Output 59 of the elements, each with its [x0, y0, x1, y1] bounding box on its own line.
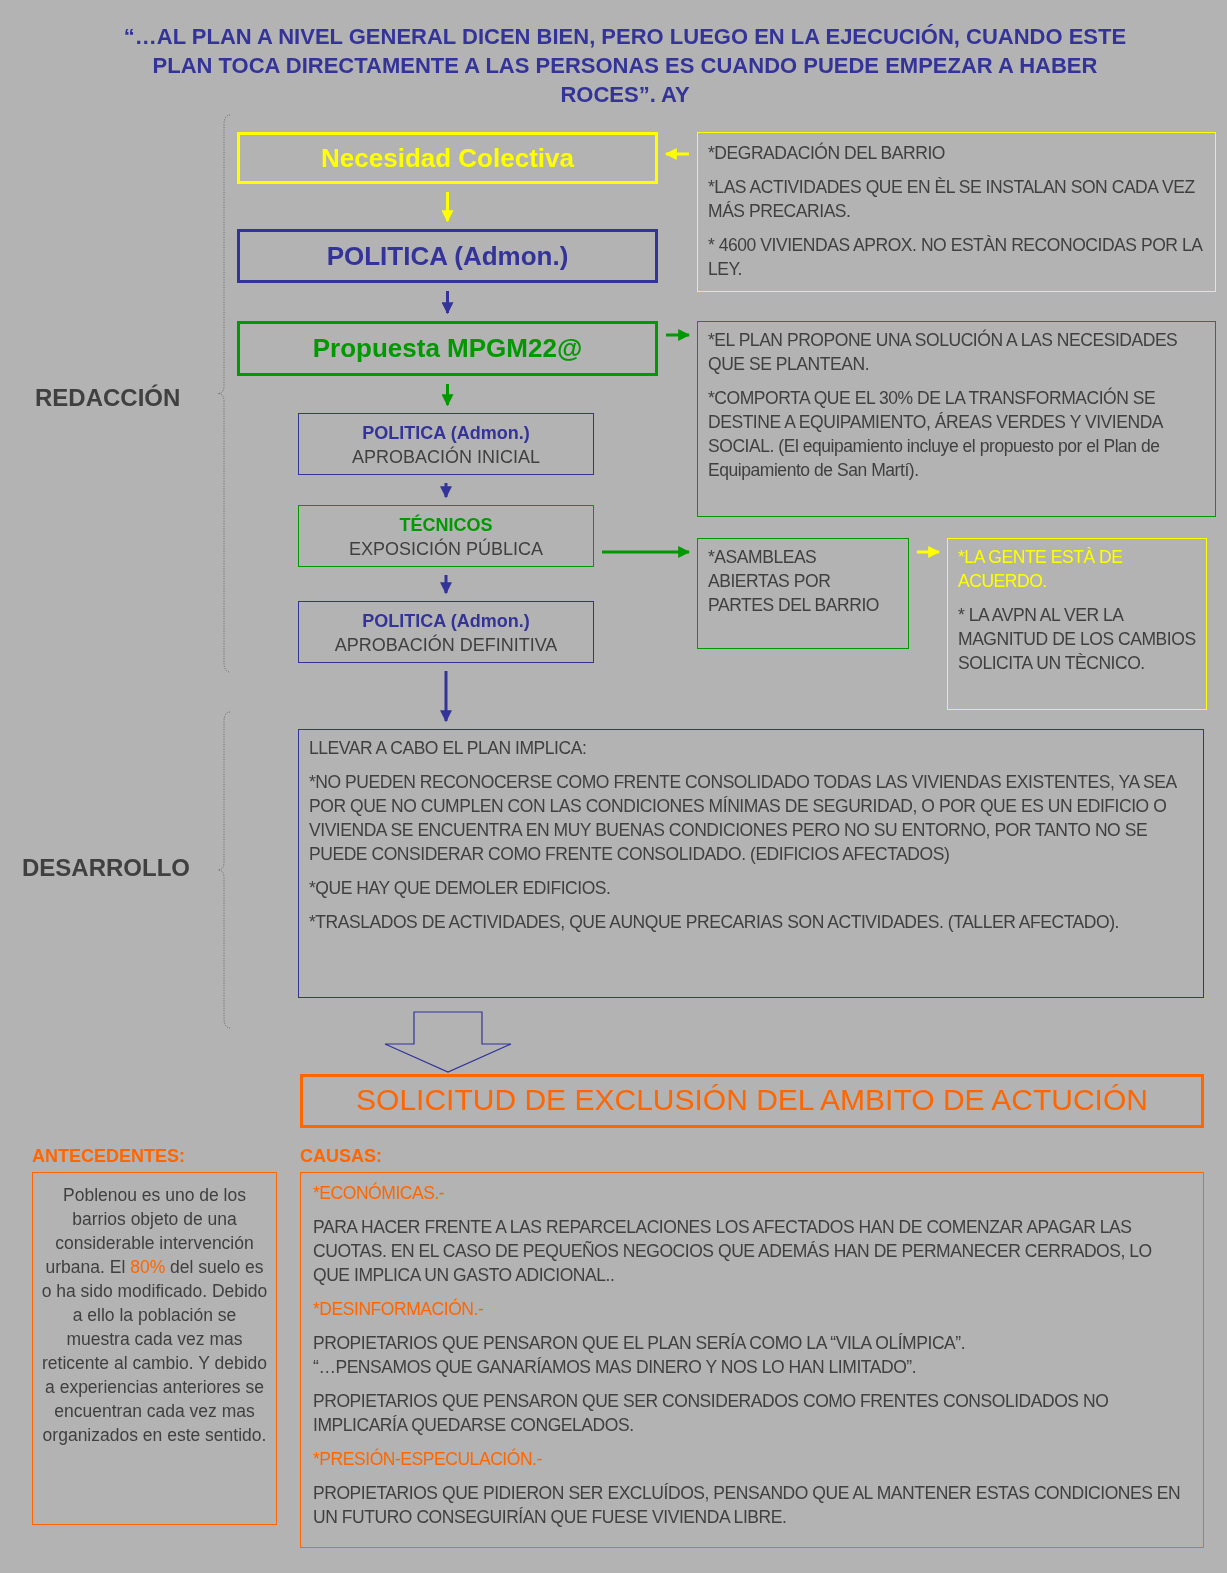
arrow	[602, 546, 691, 558]
note-box	[697, 538, 909, 649]
section-label: DESARROLLO	[22, 854, 190, 882]
text: POLITICA (Admon.)	[361, 422, 531, 445]
paragraph: PARA HACER FRENTE A LAS REPARCELACIONES LOS AFECTADOS HAN DE COMENZAR APAGAR LAS CUOTAS. EN EL CASO DE PEQUEÑOS NEGOCIOS QUE ADEMÁS HAN DE PERMANECER CERRADOS, LO QUE IMPLICA UN GASTO ADICIONAL..	[313, 1216, 1153, 1287]
text: TÉCNICOS	[398, 513, 494, 537]
arrow	[666, 329, 691, 341]
note-box	[697, 132, 1216, 292]
text: LLEVAR A CABO EL PLAN IMPLICA:	[309, 737, 588, 760]
text: * LA AVPN AL VER LA MAGNITUD DE LOS CAMBIOS SOLICITA UN TÈCNICO.	[958, 604, 1196, 675]
section-heading: CAUSAS:	[300, 1146, 382, 1167]
paragraph: Poblenou es uno de los barrios objeto de una considerable intervención urbana. El 80% del suelo es o ha sido modificado. Debido a ello la población se muestra cada vez mas reticente al cambio. Y debido a experiencias anteriores se encuentran cada vez mas organizados en este sentido.	[41, 1184, 268, 1447]
section-heading: ANTECEDENTES:	[32, 1146, 185, 1167]
text: EXPOSICIÓN PÚBLICA	[347, 537, 545, 561]
text: Necesidad Colectiva	[320, 143, 575, 174]
step-box	[298, 601, 594, 663]
arrow	[441, 291, 454, 315]
text: POLITICA (Admon.)	[325, 241, 570, 272]
paragraph: PROPIETARIOS QUE PIDIERON SER EXCLUÍDOS, PENSANDO QUE AL MANTENER ESTAS CONDICIONES EN UN FUTURO CONSEGUIRÍAN QUE FUESE VIVIENDA LIBRE.	[313, 1482, 1182, 1529]
paragraph: PROPIETARIOS QUE PENSARON QUE EL PLAN SERÍA COMO LA “VILA OLÍMPICA”.	[313, 1332, 967, 1355]
arrow	[441, 192, 454, 223]
note-box	[697, 321, 1216, 517]
subheading: *DESINFORMACIÓN.-	[313, 1297, 485, 1321]
text: *QUE HAY QUE DEMOLER EDIFICIOS.	[309, 877, 612, 900]
step-box	[298, 413, 594, 475]
text: *TRASLADOS DE ACTIVIDADES, QUE AUNQUE PRECARIAS SON ACTIVIDADES. (TALLER AFECTADO).	[309, 911, 1120, 934]
text: *LA GENTE ESTÀ DE ACUERDO.	[958, 546, 1124, 593]
arrow	[440, 483, 452, 499]
paragraph: PROPIETARIOS QUE PENSARON QUE SER CONSIDERADOS COMO FRENTES CONSOLIDADOS NO IMPLICARÍA QUEDARSE CONGELADOS.	[313, 1390, 1110, 1437]
arrow	[440, 575, 452, 595]
arrow	[441, 384, 454, 407]
text: APROBACIÓN INICIAL	[350, 445, 541, 469]
need-box	[237, 132, 658, 184]
text: APROBACIÓN DEFINITIVA	[333, 633, 559, 657]
text: *ASAMBLEAS ABIERTAS POR PARTES DEL BARRIO	[708, 546, 880, 617]
arrow	[917, 546, 941, 558]
note-box	[298, 729, 1204, 998]
text: Propuesta MPGM22@	[311, 333, 584, 364]
text: SOLICITUD DE EXCLUSIÓN DEL AMBITO DE ACTUCIÓN	[355, 1083, 1149, 1117]
block-arrow	[384, 1011, 512, 1073]
result-box	[300, 1074, 1204, 1128]
paragraph: “…PENSAMOS QUE GANARÍAMOS MAS DINERO Y NOS LO HAN LIMITADO”.	[313, 1356, 918, 1379]
text: *LAS ACTIVIDADES QUE EN ÈL SE INSTALAN SON CADA VEZ MÁS PRECARIAS.	[708, 176, 1196, 223]
arrow	[440, 671, 452, 723]
subheading: *ECONÓMICAS.-	[313, 1181, 446, 1205]
diagram-title: “…AL PLAN A NIVEL GENERAL DICEN BIEN, PERO LUEGO EN LA EJECUCIÓN, CUANDO ESTE PLAN TOCA DIRECTAMENTE A LAS PERSONAS ES CUANDO PUEDE EMPEZAR A HABER ROCES”. AY	[122, 23, 1128, 109]
text: *DEGRADACIÓN DEL BARRIO	[708, 141, 946, 165]
subheading: *PRESIÓN-ESPECULACIÓN.-	[313, 1447, 543, 1471]
text: POLITICA (Admon.)	[361, 610, 531, 633]
section-label: REDACCIÓN	[35, 384, 181, 412]
step-box	[298, 505, 594, 567]
text: *COMPORTA QUE EL 30% DE LA TRANSFORMACIÓN SE DESTINE A EQUIPAMIENTO, ÁREAS VERDES Y VIVIENDA SOCIAL. (El equipamiento incluye el propuesto por el Plan de Equipamiento de San Martí).	[708, 386, 1164, 482]
arrow	[664, 148, 689, 160]
proposal-box	[237, 321, 658, 376]
text: *EL PLAN PROPONE UNA SOLUCIÓN A LAS NECESIDADES QUE SE PLANTEAN.	[708, 328, 1179, 376]
text: *NO PUEDEN RECONOCERSE COMO FRENTE CONSOLIDADO TODAS LAS VIVIENDAS EXISTENTES, YA SEA POR QUE NO CUMPLEN CON LAS CONDICIONES MÍNIMAS DE SEGURIDAD, O POR QUE ES UN EDIFICIO O VIVIENDA SE ENCUENTRA EN MUY BUENAS CONDICIONES PERO NO SU ENTORNO, POR TANTO NO SE PUEDE CONSIDERAR COMO FRENTE CONSOLIDADO. (EDIFICIOS AFECTADOS)	[309, 771, 1178, 866]
text: * 4600 VIVIENDAS APROX. NO ESTÀN RECONOCIDAS POR LA LEY.	[708, 234, 1204, 281]
policy-box	[237, 229, 658, 283]
note-box	[947, 538, 1207, 710]
